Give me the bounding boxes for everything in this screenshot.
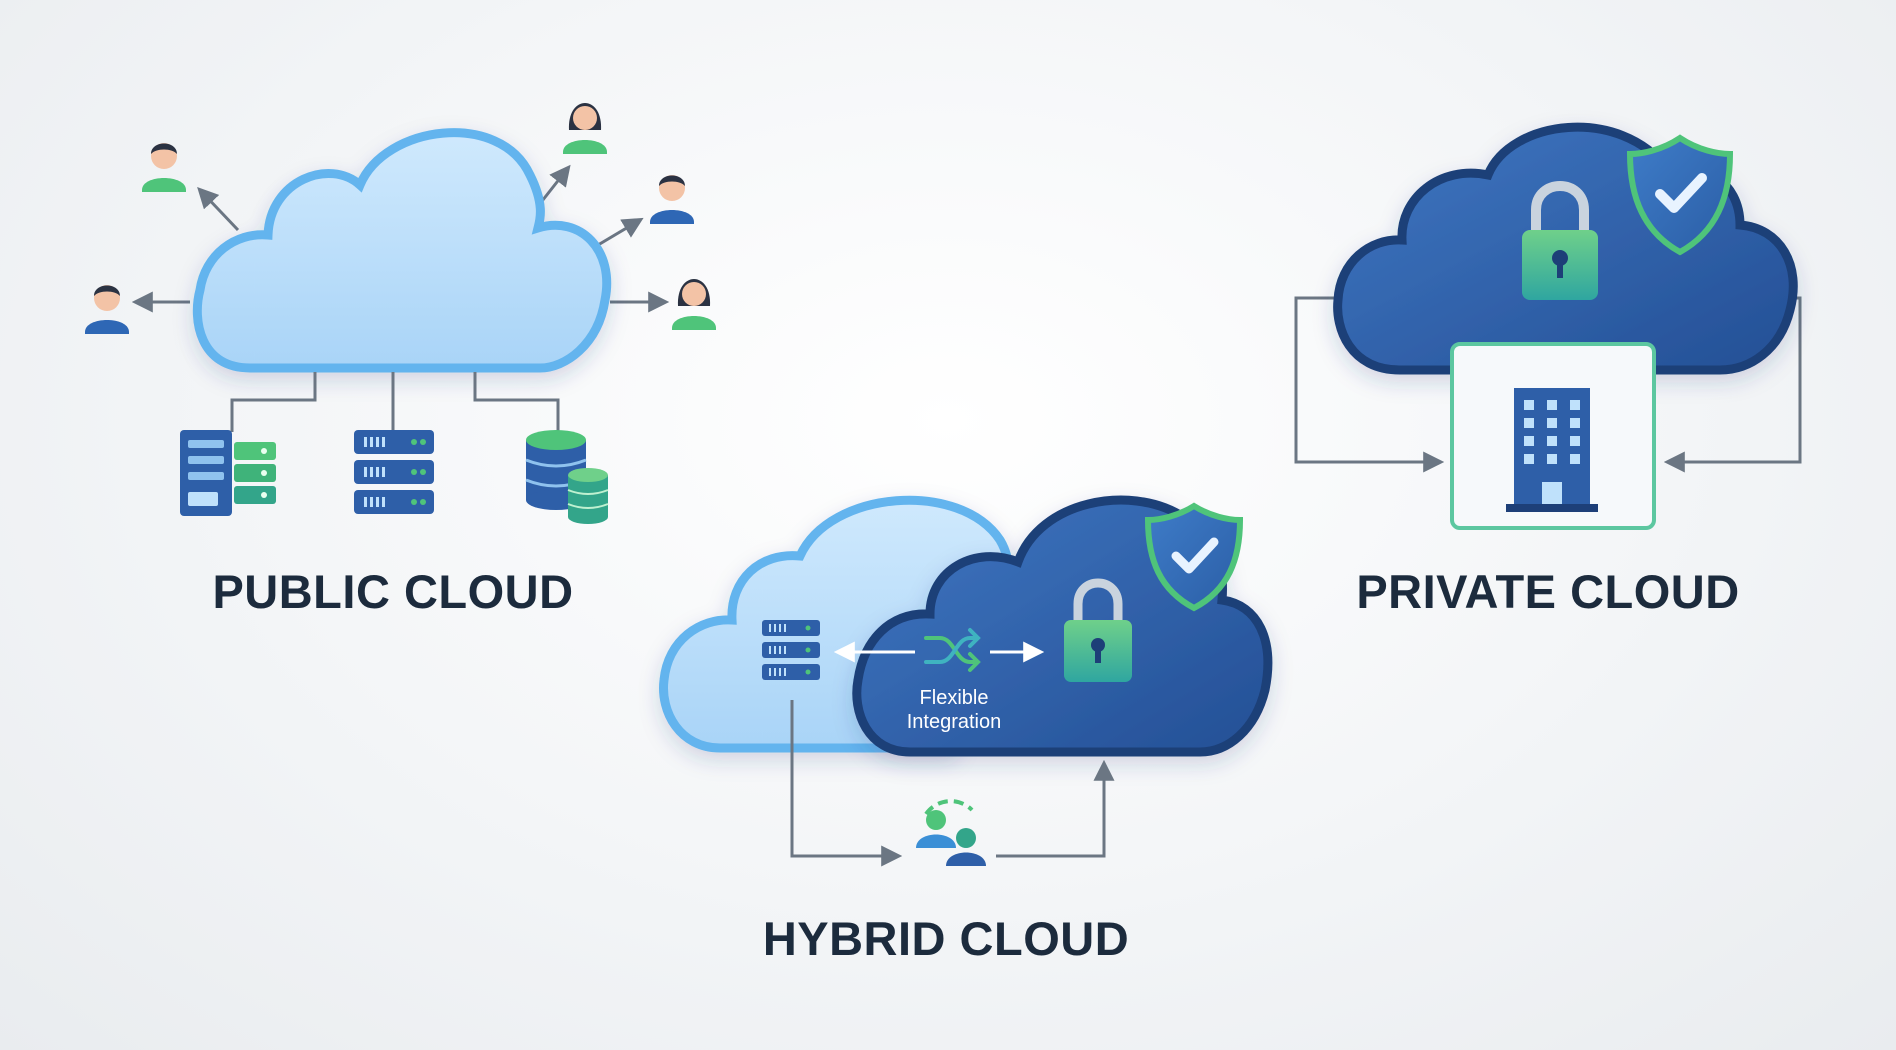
user-icon — [85, 285, 129, 334]
hybrid-loop-connectors — [790, 700, 1115, 867]
user-icon — [650, 175, 694, 224]
private-cloud-label: PRIVATE CLOUD — [1356, 565, 1739, 618]
user-icon — [672, 279, 716, 330]
shield-check-icon — [1144, 502, 1244, 612]
server-rack-icon — [354, 430, 434, 514]
public-resource-connectors — [230, 372, 560, 432]
lock-icon — [1522, 181, 1598, 300]
hybrid-cloud-section: Flexible Integration HYBRID CLOUD — [659, 495, 1273, 965]
integration-label-line2: Integration — [907, 711, 1002, 733]
hybrid-cloud-label: HYBRID CLOUD — [763, 912, 1129, 965]
private-cloud-section: PRIVATE CLOUD — [1294, 122, 1802, 618]
team-sync-icon — [916, 799, 986, 866]
server-rack-icon — [180, 430, 276, 516]
building-icon — [1506, 388, 1598, 512]
database-icon — [525, 430, 609, 524]
public-cloud-label: PUBLIC CLOUD — [212, 565, 573, 618]
integration-label-line1: Flexible — [920, 687, 989, 709]
lock-icon — [1064, 578, 1132, 682]
shield-check-icon — [1626, 134, 1734, 256]
server-rack-icon — [762, 620, 820, 680]
public-cloud-section: PUBLIC CLOUD — [85, 103, 716, 618]
public-cloud-shape — [192, 128, 612, 373]
shuffle-icon — [924, 628, 981, 672]
user-icon — [563, 103, 607, 154]
user-icon — [142, 143, 186, 192]
